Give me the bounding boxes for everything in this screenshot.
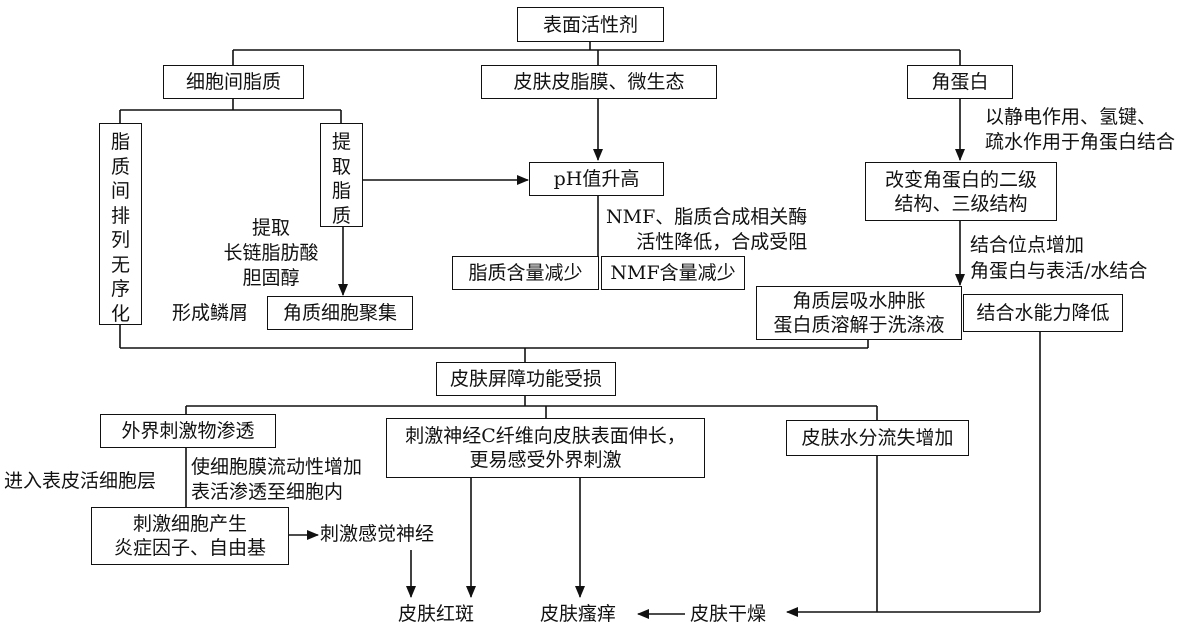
node-cell-inflammation: 刺激细胞产生 炎症因子、自由基 xyxy=(91,507,289,565)
label-extract-long-chain: 提取 长链脂肪酸 胆固醇 xyxy=(223,217,319,289)
node-sebum-microbiome: 皮肤皮脂膜、微生态 xyxy=(481,65,717,99)
node-barrier-damage: 皮肤屏障功能受损 xyxy=(436,362,616,396)
node-itching: 皮肤瘙痒 xyxy=(540,603,617,625)
node-irritant-penetration: 外界刺激物渗透 xyxy=(100,414,276,448)
label-keratin-binding: 以静电作用、氢键、 疏水作用于角蛋白结合 xyxy=(985,106,1176,153)
node-lipid-disorder: 脂质间排列无序化 xyxy=(99,123,142,325)
label-form-scales: 形成鳞屑 xyxy=(172,302,249,324)
node-dryness: 皮肤干燥 xyxy=(690,603,767,625)
node-erythema: 皮肤红斑 xyxy=(398,603,475,625)
node-water-loss: 皮肤水分流失增加 xyxy=(786,420,969,456)
node-intercellular-lipid: 细胞间脂质 xyxy=(163,65,304,99)
label-binding-sites: 结合位点增加 角蛋白与表活/水结合 xyxy=(970,234,1148,282)
label-membrane-fluidity: 使细胞膜流动性增加 表活渗透至细胞内 xyxy=(191,456,363,503)
node-keratin-change: 改变角蛋白的二级 结构、三级结构 xyxy=(865,162,1057,221)
node-keratin: 角蛋白 xyxy=(907,65,1013,99)
label-enter-epidermis: 进入表皮活细胞层 xyxy=(4,470,157,492)
node-ph-rise: pH值升高 xyxy=(529,162,664,196)
node-swelling: 角质层吸水肿胀 蛋白质溶解于洗涤液 xyxy=(756,286,962,340)
node-surfactant: 表面活性剂 xyxy=(517,7,664,42)
node-corneocyte-aggregate: 角质细胞聚集 xyxy=(267,296,413,330)
node-nmf-decrease: NMF含量减少 xyxy=(601,256,745,290)
node-lipid-decrease: 脂质含量减少 xyxy=(452,256,599,290)
node-sensory-nerve: 刺激感觉神经 xyxy=(320,523,435,545)
node-extract-lipid: 提取脂质 xyxy=(320,123,363,227)
label-nmf-lipid-enzyme: NMF、脂质合成相关酶 活性降低，合成受阻 xyxy=(606,206,808,253)
node-water-binding-down: 结合水能力降低 xyxy=(963,294,1123,332)
node-nerve-fiber: 刺激神经C纤维向皮肤表面伸长， 更易感受外界刺激 xyxy=(386,418,705,478)
